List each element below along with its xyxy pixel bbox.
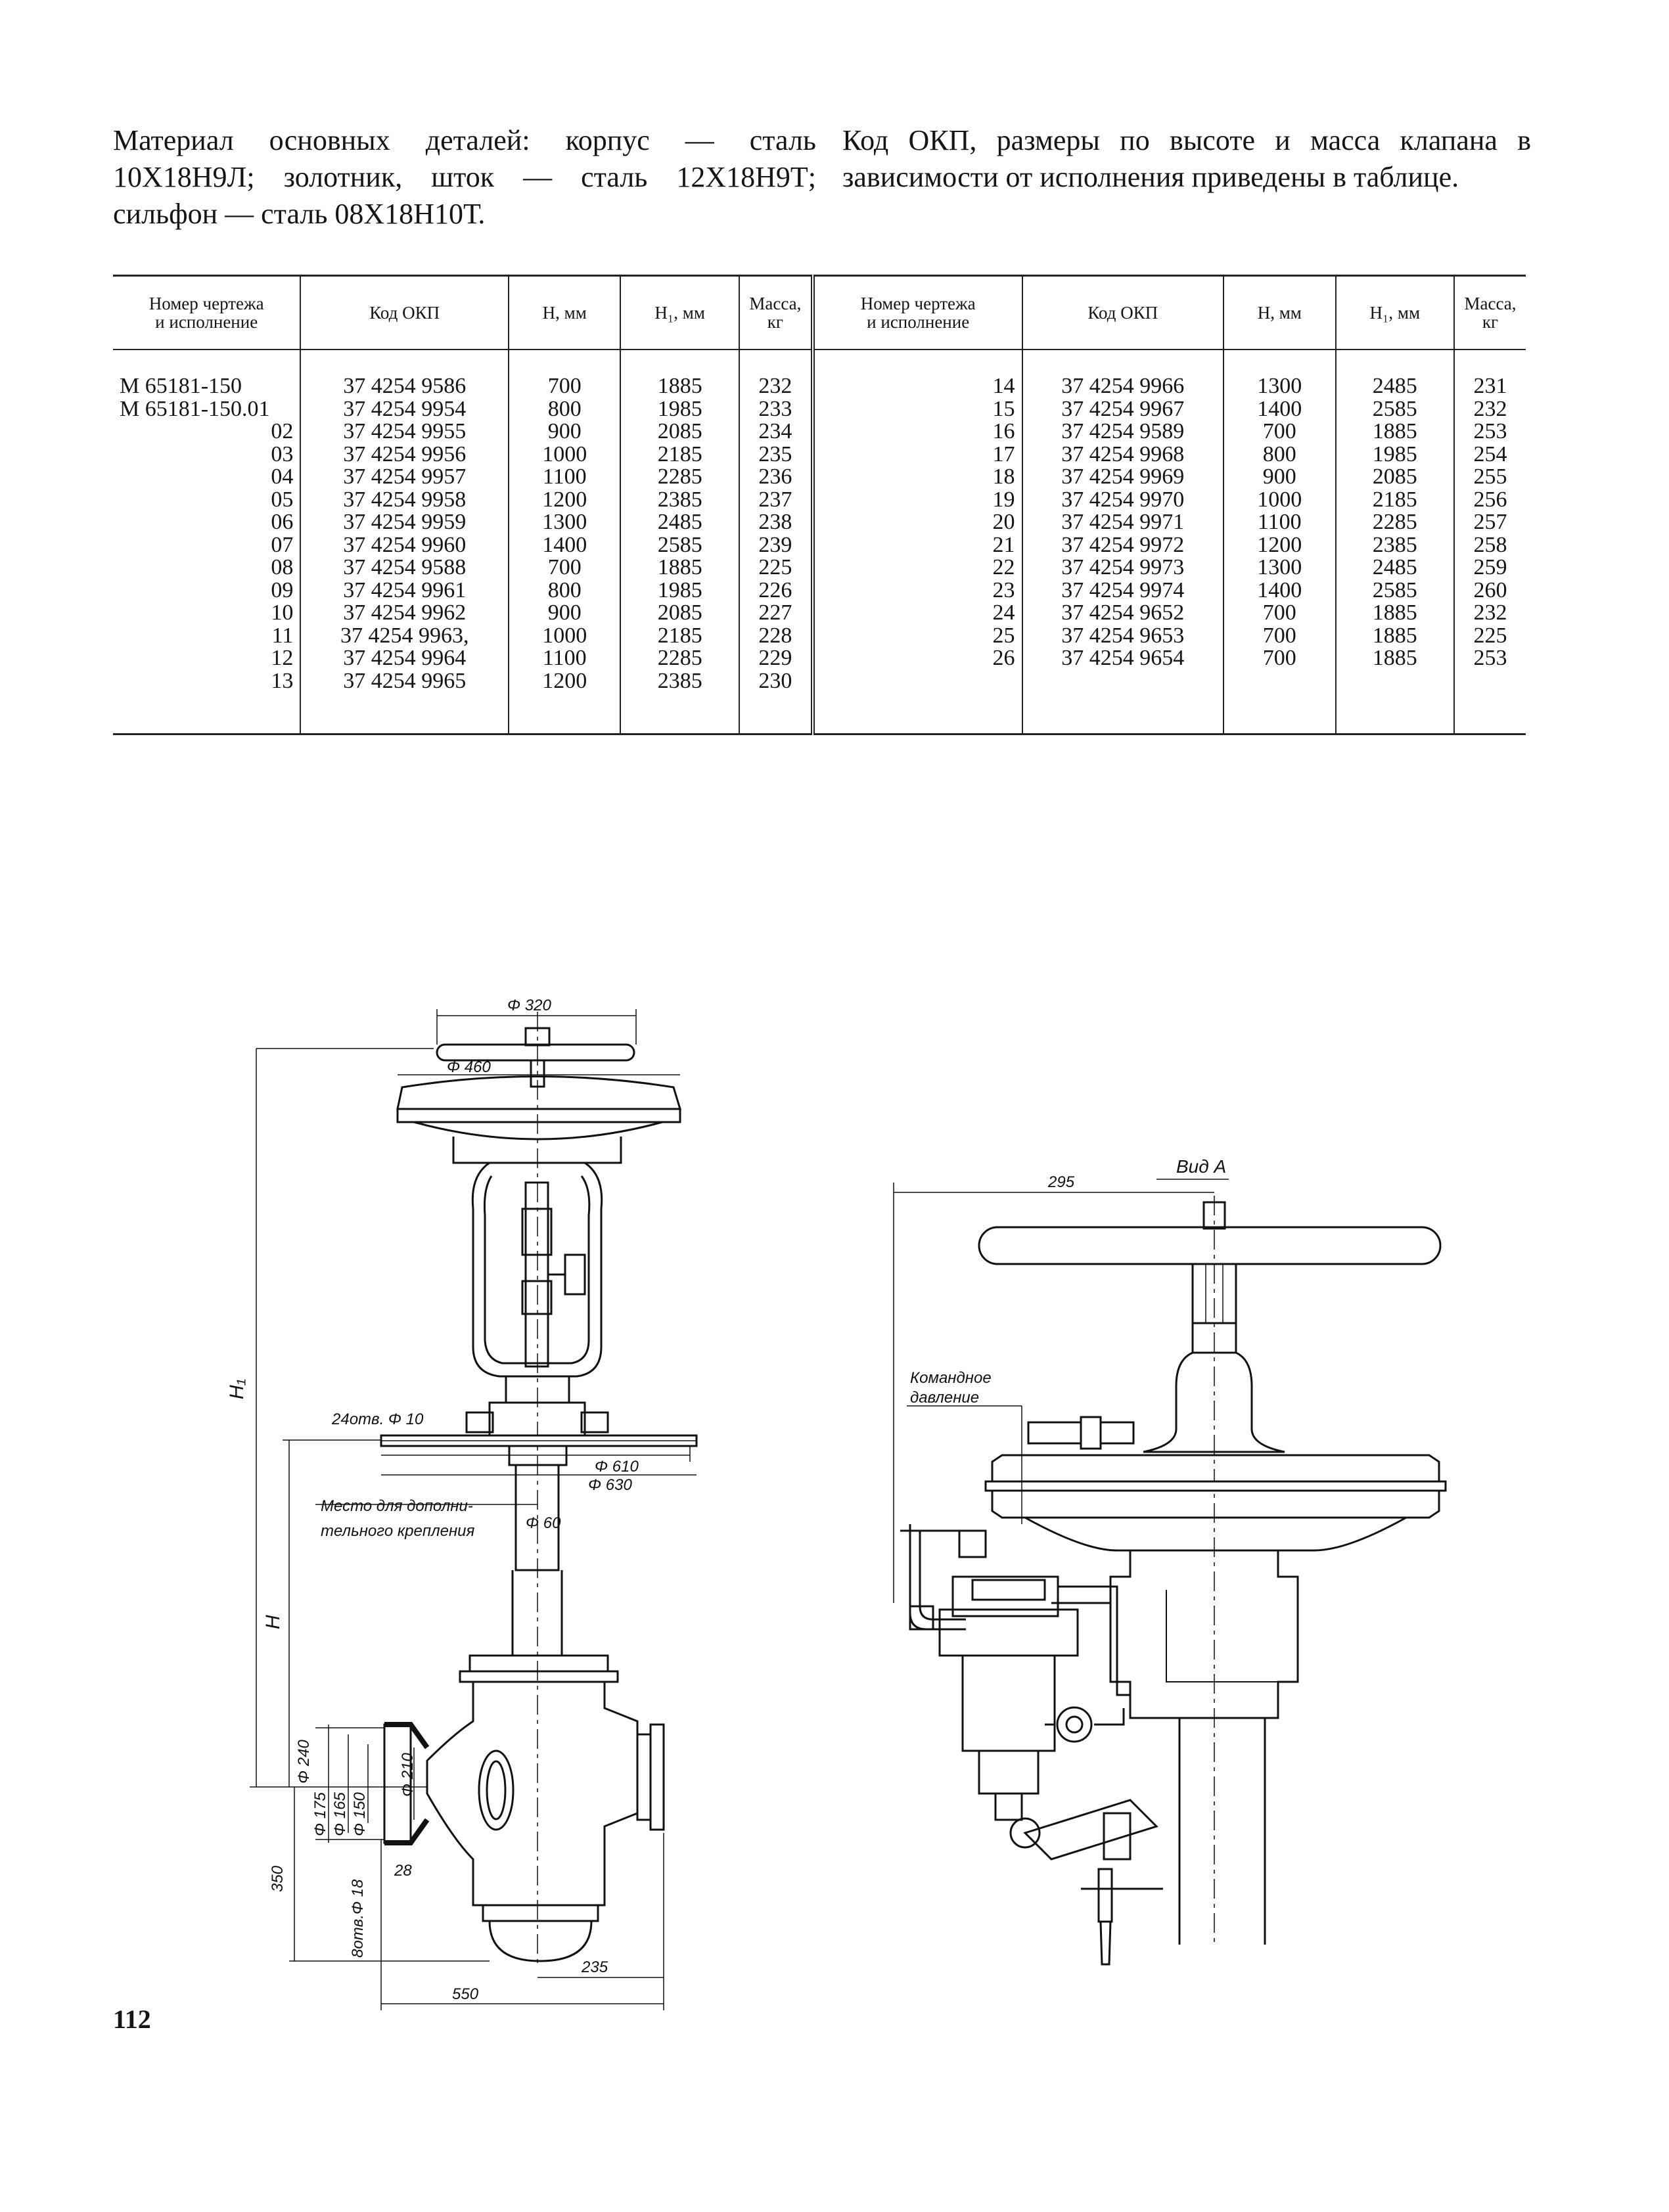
dim-h1: H₁: [226, 1379, 248, 1399]
valve-view-a: [893, 1179, 1447, 1966]
header-okp-code: Код ОКП: [300, 275, 509, 350]
label-command-pressure-2: давление: [910, 1389, 979, 1407]
left-drawing-labels: Φ 320 Φ 460 24отв. Φ 10 Φ 610 Φ 630 Мест…: [226, 997, 639, 2003]
header-h1-2: H₁, мм: [1335, 275, 1454, 350]
header-h-2: H, мм: [1223, 275, 1336, 350]
dim-d150: Φ 150: [351, 1792, 369, 1836]
dim-d610: Φ 610: [595, 1458, 639, 1476]
right-drawing-labels: Вид А 295 Командное давление: [910, 1156, 1226, 1407]
dim-d210: Φ 210: [399, 1753, 417, 1797]
header-h: H, мм: [508, 275, 621, 350]
dim-d460: Φ 460: [447, 1058, 491, 1076]
dim-d240: Φ 240: [295, 1740, 313, 1784]
label-mounting-place-1: Место для дополни-: [321, 1497, 473, 1515]
dim-28: 28: [394, 1862, 412, 1880]
dim-d165: Φ 165: [331, 1792, 349, 1836]
dim-d320: Φ 320: [507, 997, 551, 1014]
label-mounting-place-2: тельного крепления: [321, 1522, 475, 1540]
table-intro-paragraph: Код ОКП, размеры по высоте и масса клапа…: [842, 124, 1531, 193]
header-h1: H₁, мм: [620, 275, 739, 350]
dim-d60: Φ 60: [526, 1514, 561, 1532]
dim-350: 350: [269, 1865, 286, 1892]
label-holes-d10: 24отв. Φ 10: [331, 1411, 424, 1428]
label-holes-d18: 8отв.Φ 18: [349, 1879, 367, 1958]
header-mass: Масса,кг: [738, 275, 813, 350]
label-view-a: Вид А: [1176, 1156, 1226, 1177]
dim-550: 550: [452, 1985, 479, 2003]
dim-235: 235: [581, 1958, 608, 1976]
page-number: 112: [113, 2004, 151, 2034]
header-okp-code-2: Код ОКП: [1021, 275, 1224, 350]
header-mass-2: Масса,кг: [1453, 275, 1526, 350]
label-command-pressure-1: Командное: [910, 1369, 992, 1387]
dim-d175: Φ 175: [311, 1792, 329, 1836]
dim-295: 295: [1047, 1173, 1075, 1191]
dim-d630: Φ 630: [588, 1476, 632, 1494]
valve-front-view: [250, 1009, 698, 2010]
dim-h: H: [262, 1615, 284, 1629]
materials-paragraph: Материал основных деталей: корпус — стал…: [113, 124, 816, 230]
